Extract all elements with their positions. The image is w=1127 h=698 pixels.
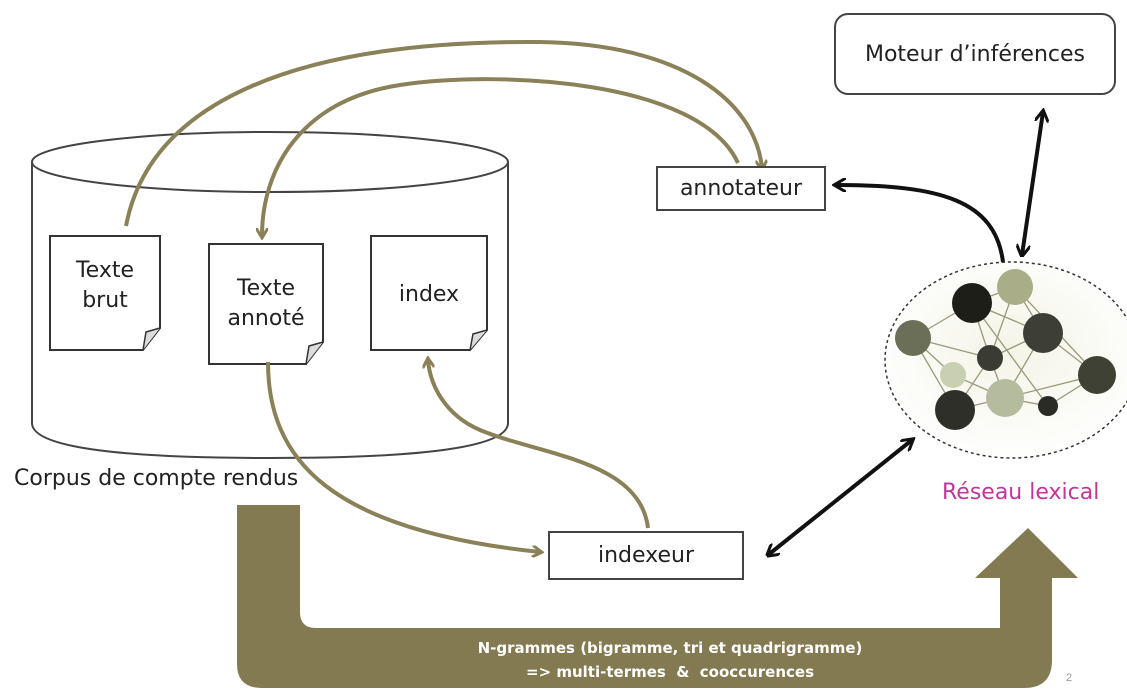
arrow-brut-to-annotateur xyxy=(124,39,762,227)
doc-index-line1: index xyxy=(398,282,460,307)
page-number: 2 xyxy=(1066,672,1073,684)
annotateur-box: annotateur xyxy=(656,166,826,211)
ngram-band xyxy=(237,505,1078,688)
lexical-network xyxy=(884,261,1127,459)
ngram-band-line1: N-grammes (bigramme, tri et quadrigramme… xyxy=(477,639,863,657)
doc-texte-brut-line2: brut xyxy=(82,288,128,313)
doc-texte-annote: Texte annoté xyxy=(209,274,323,334)
indexeur-box: indexeur xyxy=(548,531,744,580)
doc-texte-brut-shape xyxy=(49,235,161,351)
arrow-indexeur-to-index xyxy=(428,360,650,529)
doc-texte-brut: Texte brut xyxy=(50,256,160,316)
doc-texte-annote-line2: annoté xyxy=(227,306,305,331)
moteur-inferences-box: Moteur d’inférences xyxy=(834,13,1116,95)
reseau-lexical-label: Réseau lexical xyxy=(942,480,1100,505)
ngram-band-line2: => multi-termes & cooccurences xyxy=(526,663,814,681)
doc-texte-annote-line1: Texte xyxy=(236,276,296,301)
arrow-reseau-to-annotateur xyxy=(836,185,1005,263)
doc-index-shape xyxy=(370,235,488,351)
ngram-band-text: N-grammes (bigramme, tri et quadrigramme… xyxy=(330,636,1010,684)
doc-texte-annote-shape xyxy=(208,243,324,365)
arrow-indexeur-reseau xyxy=(768,440,912,555)
corpus-label: Corpus de compte rendus xyxy=(14,466,299,491)
doc-texte-brut-line1: Texte xyxy=(75,258,135,283)
arrow-moteur-reseau xyxy=(1022,112,1043,255)
doc-index: index xyxy=(371,280,487,310)
arrow-annote-to-indexeur xyxy=(266,361,540,552)
arrow-annotateur-to-annote xyxy=(262,77,740,236)
